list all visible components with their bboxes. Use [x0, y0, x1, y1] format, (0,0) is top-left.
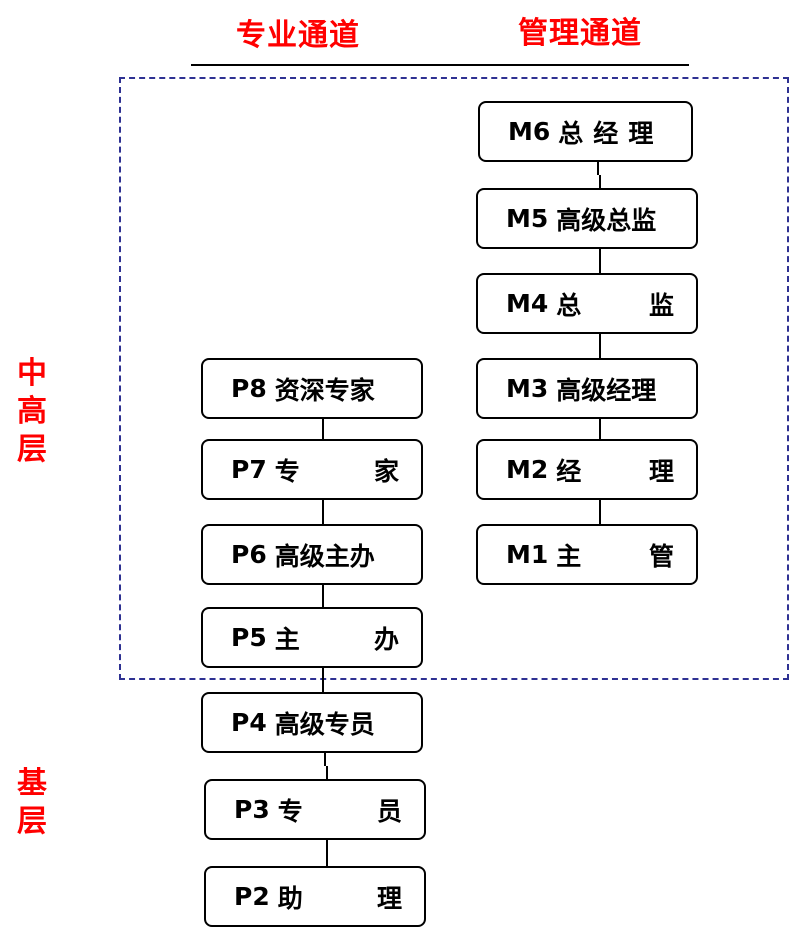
node-code: P2: [234, 882, 270, 911]
node-code: M1: [506, 540, 549, 569]
node-name-part: 总: [556, 290, 582, 320]
node-name-part: 理: [648, 456, 674, 486]
connector: [322, 667, 324, 693]
node-p2: P2 助 理: [204, 866, 426, 927]
connector: [599, 333, 601, 359]
connector: [326, 839, 328, 867]
node-m5: M5 高级总监: [476, 188, 698, 249]
node-p4: P4 高级专员: [201, 692, 423, 753]
node-name-part: 总: [558, 118, 584, 148]
connector: [597, 161, 599, 175]
connector: [322, 499, 324, 525]
upper-tier-label: 中 高 层: [12, 355, 52, 469]
node-code: M6: [508, 117, 551, 146]
node-name-part: 管: [648, 541, 674, 571]
node-code: P3: [234, 795, 270, 824]
node-name: 高级主办: [274, 541, 375, 571]
base-tier-label: 基 层: [12, 765, 52, 841]
node-p8: P8 资深专家: [201, 358, 423, 419]
connector: [599, 248, 601, 274]
node-name: 高级专员: [274, 709, 375, 739]
node-p3: P3 专 员: [204, 779, 426, 840]
connector: [599, 418, 601, 440]
header-rule: [191, 64, 689, 66]
node-p7: P7 专 家: [201, 439, 423, 500]
node-name-part: 专: [274, 456, 300, 486]
node-name-part: 专: [277, 796, 303, 826]
upper-tier-char: 层: [17, 432, 47, 467]
base-tier-char: 层: [17, 804, 47, 839]
node-name: 高级经理: [556, 375, 657, 405]
node-code: P4: [231, 708, 267, 737]
node-name-part: 家: [373, 456, 399, 486]
connector: [599, 175, 601, 189]
node-name-part: 理: [376, 883, 402, 913]
management-channel-title: 管理通道: [518, 16, 642, 51]
node-code: P6: [231, 540, 267, 569]
node-code: P7: [231, 455, 267, 484]
upper-tier-char: 高: [17, 394, 47, 429]
node-code: M2: [506, 455, 549, 484]
node-name-part: 办: [373, 624, 399, 654]
node-m2: M2 经 理: [476, 439, 698, 500]
node-name-part: 主: [556, 541, 582, 571]
connector: [322, 584, 324, 608]
node-name-part: 经: [593, 118, 619, 148]
node-name-part: 主: [274, 624, 300, 654]
node-name-part: 经: [556, 456, 582, 486]
node-name-part: 助: [277, 883, 303, 913]
node-name: 高级总监: [556, 205, 657, 235]
node-m3: M3 高级经理: [476, 358, 698, 419]
node-code: M4: [506, 289, 549, 318]
connector: [599, 499, 601, 525]
professional-channel-title: 专业通道: [236, 18, 360, 53]
connector: [324, 752, 326, 766]
node-code: M3: [506, 374, 549, 403]
connector: [326, 766, 328, 780]
node-m1: M1 主 管: [476, 524, 698, 585]
node-name-part: 监: [648, 290, 674, 320]
node-code: M5: [506, 204, 549, 233]
upper-tier-region: [119, 77, 789, 680]
base-tier-char: 基: [17, 766, 47, 801]
node-p5: P5 主 办: [201, 607, 423, 668]
node-code: P5: [231, 623, 267, 652]
node-name-part: 理: [628, 118, 654, 148]
node-m4: M4 总 监: [476, 273, 698, 334]
node-name: 资深专家: [274, 375, 375, 405]
node-m6: M6 总 经 理: [478, 101, 693, 162]
upper-tier-char: 中: [17, 356, 47, 391]
node-code: P8: [231, 374, 267, 403]
node-p6: P6 高级主办: [201, 524, 423, 585]
node-name-part: 员: [376, 796, 402, 826]
connector: [322, 418, 324, 440]
